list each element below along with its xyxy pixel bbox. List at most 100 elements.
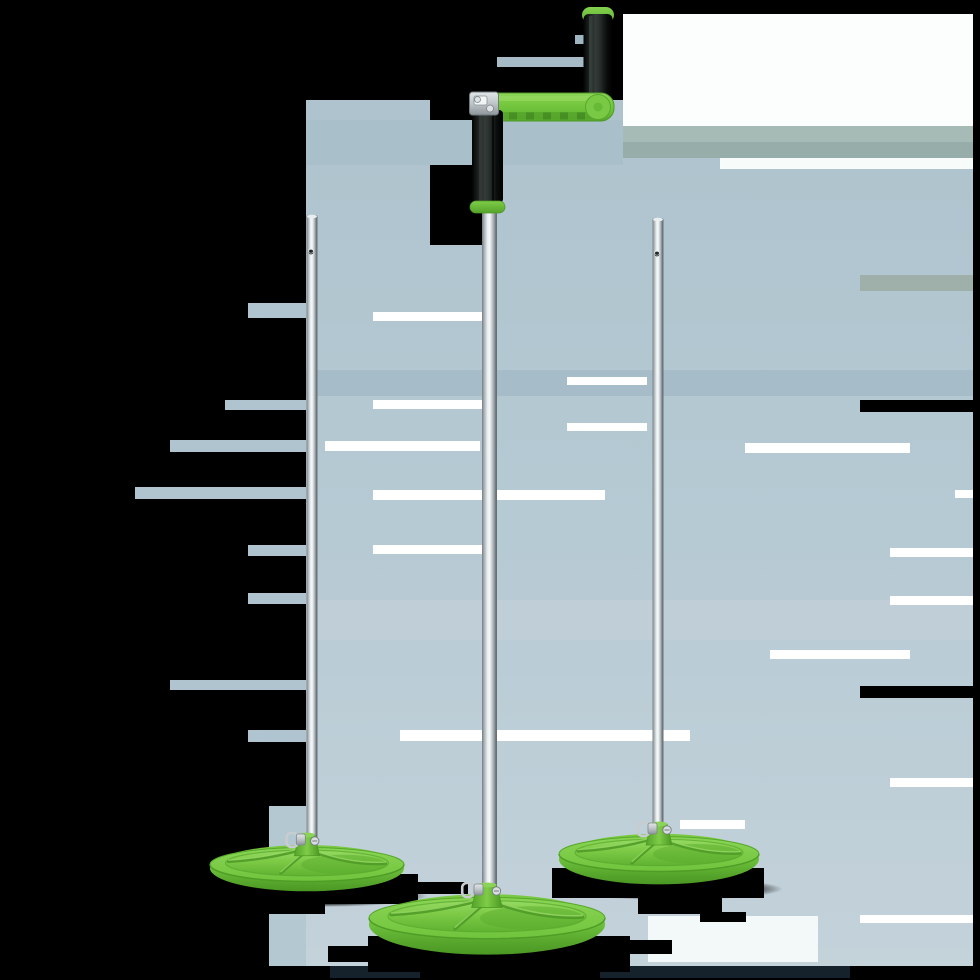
dish-right-rib-left-highlight [577, 836, 653, 851]
bg-white-streak [955, 490, 973, 498]
bg-patch [860, 686, 973, 698]
bg-patch [648, 916, 818, 962]
dish-center-shadow-block [420, 970, 600, 978]
dish-right-rim-front-edge [558, 853, 760, 873]
base-dishes [209, 820, 760, 955]
pole-center-edge [495, 207, 497, 892]
pole-right-cap [653, 217, 663, 222]
dish-left-rim-front-edge [209, 864, 405, 883]
bg-patch [248, 303, 306, 318]
dish-right-rib-left [576, 837, 654, 853]
dish-left [209, 831, 405, 892]
pole-center-shaft [482, 205, 497, 892]
bg-patch [306, 600, 973, 640]
dish-center-shadow-block [628, 940, 672, 954]
bg-patch [248, 545, 306, 556]
dish-center-rib-right [493, 900, 585, 920]
dish-left-rib-left-highlight [227, 847, 301, 861]
dish-left-shadow-block [92, 884, 204, 900]
crank-upper-grip-highlight [589, 16, 593, 96]
bg-patch [860, 275, 973, 291]
dish-left-rib-right [312, 850, 388, 866]
crank-upper-grip [583, 14, 613, 98]
dish-right-clamp-plate [647, 822, 658, 835]
bg-white-streak [890, 548, 973, 557]
dish-center-rim-front-edge [368, 917, 606, 940]
crank-bracket-rivet-1 [474, 96, 481, 103]
bg-white-streak [680, 820, 745, 829]
crank-lower-grip-ridge2 [492, 112, 494, 201]
bg-patch [170, 680, 306, 690]
bg-white-streak [567, 377, 647, 385]
pole-right-edge [661, 220, 664, 829]
bg-patch [623, 126, 973, 142]
dish-right-shadow-block [638, 896, 722, 914]
bg-patch [623, 158, 720, 169]
bg-white-streak [770, 650, 910, 659]
dish-center-rib-right-highlight [494, 900, 584, 917]
dish-center [368, 881, 606, 955]
bg-patch [248, 730, 306, 742]
dish-left-shadow-block [205, 904, 325, 914]
crank-tread-notch [509, 112, 517, 120]
dish-left-rib-right-highlight [313, 849, 387, 863]
pole-right-shaft [652, 218, 664, 829]
bg-patch [497, 57, 605, 67]
dish-center-rib-left [389, 898, 481, 917]
dish-center-clamp-loop [460, 881, 475, 899]
bg-patch [225, 400, 306, 410]
bg-patch [248, 593, 306, 604]
crank-pivot-center [593, 102, 603, 112]
pole-left [306, 214, 318, 840]
bg-white-streak [890, 778, 973, 787]
dish-left-cavity-shade [301, 854, 387, 875]
bg-patch [170, 440, 306, 452]
pole-right [652, 217, 664, 829]
bg-white-streak [567, 423, 647, 431]
pole-right-hole-rim [654, 250, 660, 256]
crank-tread-notch [577, 112, 585, 120]
bg-white-streak [860, 915, 973, 923]
bg-white-streak [325, 441, 480, 451]
dish-left-clamp-plate [295, 833, 306, 846]
bg-white-streak [745, 443, 910, 453]
bg-patch [860, 400, 973, 412]
bg-patch [623, 14, 973, 126]
pole-left-hole-rim [308, 248, 314, 254]
dish-right-shadow-block [700, 912, 746, 922]
dish-right [558, 820, 760, 885]
bg-patch [306, 120, 623, 165]
dish-right-rib-right [664, 839, 742, 855]
dish-center-rib-left-highlight [390, 898, 480, 914]
pole-center [482, 204, 497, 892]
dish-right-rib-right-highlight [665, 838, 741, 853]
crank-tread-notch [526, 112, 534, 120]
dish-shadows [92, 868, 783, 978]
bg-patch [135, 487, 306, 499]
bg-patch [623, 142, 973, 158]
crank-tread-notch [560, 112, 568, 120]
dish-left-shadow-block [418, 882, 468, 894]
dish-center-shadow-block [328, 946, 374, 962]
bg-white-streak [400, 730, 690, 741]
dish-center-rib-front [453, 904, 483, 931]
dish-center-clamp-plate [473, 883, 484, 896]
dish-center-cavity-shade [479, 906, 584, 930]
chrome-poles [306, 204, 664, 892]
dish-right-rib-front [630, 842, 656, 865]
crank-lower-grip-ridge [479, 112, 482, 201]
pole-left-shaft [306, 215, 318, 840]
bg-white-streak [373, 312, 483, 321]
pole-connector-ring [469, 200, 506, 214]
dish-right-cavity-shade [653, 844, 741, 864]
bg-white-streak [373, 545, 483, 554]
crank-arm-highlight [480, 96, 602, 101]
dish-left-rib-left [226, 848, 302, 864]
crank-lower-grip [472, 110, 503, 203]
bg-patch [720, 158, 973, 169]
bg-white-streak [890, 596, 973, 605]
bg-white-streak [373, 400, 483, 409]
crank-bracket-rivet-2 [486, 104, 494, 113]
